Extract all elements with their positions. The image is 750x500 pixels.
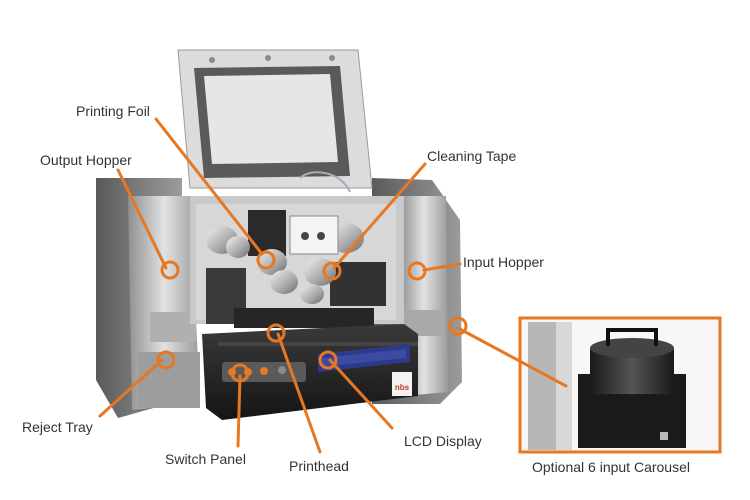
label-lcd-display: LCD Display <box>404 433 482 449</box>
leader-input-hopper <box>422 262 462 272</box>
panel-edge <box>218 342 418 346</box>
carousel-machine-edge <box>528 322 556 450</box>
label-diagram <box>317 232 325 240</box>
marker-reject-tray <box>156 350 176 370</box>
label-printing-foil: Printing Foil <box>76 103 150 119</box>
marker-input-hopper <box>407 261 427 281</box>
leader-output-hopper <box>116 168 168 270</box>
leader-reject-tray <box>98 358 164 418</box>
leader-printing-foil <box>154 117 264 256</box>
roller <box>300 284 324 304</box>
lid-window <box>204 74 338 164</box>
reject-tray <box>138 352 200 408</box>
carousel-lid <box>590 338 674 358</box>
leader-switch-panel <box>236 374 242 448</box>
label-input-hopper: Input Hopper <box>463 254 544 270</box>
leader-carousel <box>456 326 568 388</box>
leader-printhead <box>276 332 322 454</box>
label-diagram <box>301 232 309 240</box>
callout-lines <box>98 117 568 454</box>
printhead-bar <box>234 308 374 328</box>
label-reject-tray: Reject Tray <box>22 419 93 435</box>
printer-body: nbs <box>96 178 462 420</box>
lid-screw <box>329 55 335 61</box>
switch-button[interactable] <box>260 367 268 375</box>
marker-output-hopper <box>160 260 180 280</box>
switch-button[interactable] <box>278 366 286 374</box>
carousel-handle <box>606 328 658 346</box>
callout-markers <box>156 250 468 383</box>
label-printhead: Printhead <box>289 458 349 474</box>
instruction-label <box>289 215 339 255</box>
lid-screw <box>265 55 271 61</box>
logo-text: nbs <box>395 383 410 392</box>
nbs-logo <box>392 372 412 396</box>
roller <box>270 270 298 294</box>
lid <box>177 49 373 193</box>
carousel-inset <box>518 316 722 454</box>
roller <box>226 236 250 258</box>
leader-cleaning-tape <box>332 162 427 270</box>
label-output-hopper: Output Hopper <box>40 152 132 168</box>
leader-lcd-display <box>328 358 394 430</box>
marker-lcd-display <box>318 350 338 370</box>
foil-housing <box>248 210 286 256</box>
lcd-glass <box>322 349 406 367</box>
marker-printing-foil <box>256 250 276 270</box>
lid-screw <box>209 57 215 63</box>
carousel-badge <box>660 432 668 440</box>
marker-cleaning-tape <box>322 261 342 281</box>
label-carousel: Optional 6 input Carousel <box>532 459 690 475</box>
marker-printhead <box>266 323 286 343</box>
label-switch-panel: Switch Panel <box>165 451 246 467</box>
label-cleaning-tape: Cleaning Tape <box>427 148 517 164</box>
lid-cable <box>299 171 351 193</box>
reject-slot <box>150 312 196 342</box>
marker-carousel <box>448 316 468 336</box>
marker-switch-panel <box>230 363 250 383</box>
